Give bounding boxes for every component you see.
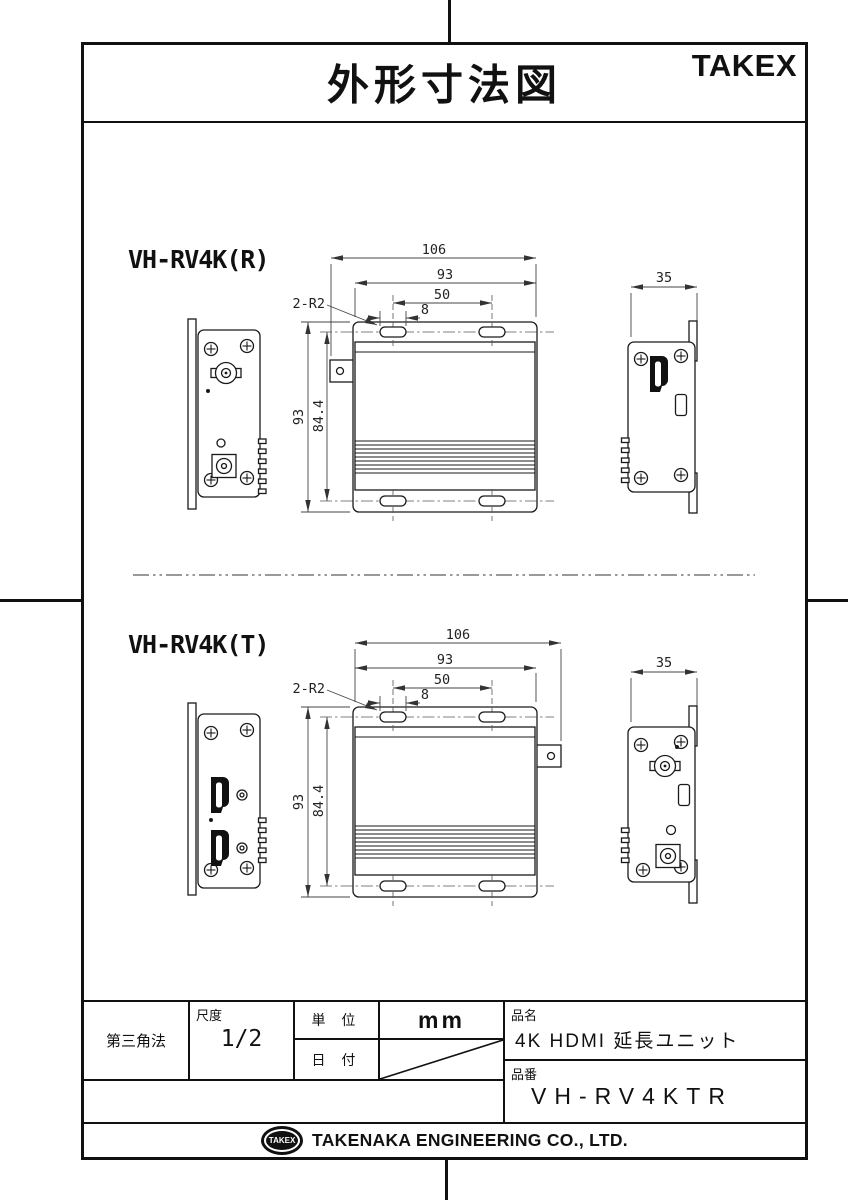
footer-band: TAKEX TAKENAKA ENGINEERING CO., LTD. <box>84 1122 805 1157</box>
dim-slot-pitch: 50 <box>434 672 450 688</box>
projection-label: 第三角法 <box>105 1033 166 1050</box>
title-block: 第三角法 尺度 1/2 単 位 mm 日 付 品名 <box>84 1000 805 1124</box>
title-band: 外形寸法図 TAKEX <box>84 45 805 123</box>
transmitter-model-label: VH-RV4K(T) <box>128 630 269 659</box>
product-name-label: 品名 <box>511 1008 538 1023</box>
dc-jack-icon <box>655 843 681 869</box>
company-name: TAKENAKA ENGINEERING CO., LTD. <box>312 1130 628 1150</box>
takex-oval-logo-icon: TAKEX <box>261 1126 304 1155</box>
receiver-left-side-view <box>187 318 267 510</box>
transmitter-right-side-view <box>620 705 698 904</box>
center-mark-left <box>0 599 81 602</box>
dim-slot-length: 8 <box>421 302 429 318</box>
dim-overall-width: 106 <box>422 242 446 258</box>
takex-logo-text: TAKEX <box>266 1131 299 1150</box>
receiver-dimensions: 106 93 50 8 2-R2 <box>291 242 698 513</box>
date-label: 日 付 <box>311 1051 362 1068</box>
receiver-model-label: VH-RV4K(R) <box>128 245 269 274</box>
dim-depth: 35 <box>656 270 672 286</box>
led-indicator-icon <box>209 818 213 822</box>
transmitter-left-side-view <box>187 702 267 896</box>
dim-plate-height: 93 <box>291 409 307 425</box>
drawing-area: VH-RV4K(R) <box>84 123 805 1000</box>
dimension-drawing-svg: VH-RV4K(R) <box>128 242 755 906</box>
part-number-label: 品番 <box>511 1067 538 1082</box>
part-number-cell: 品番 VH-RV4KTR <box>505 1061 805 1124</box>
dim-slot-span: 84.4 <box>311 400 327 433</box>
center-mark-top <box>448 0 451 42</box>
dim-plate-width: 93 <box>437 267 453 283</box>
center-mark-right <box>808 599 848 602</box>
dim-slot-pitch: 50 <box>434 287 450 303</box>
mini-usb-port-icon <box>674 393 688 417</box>
led-indicator-icon <box>206 389 210 393</box>
empty-cell <box>84 1081 505 1124</box>
dim-slot-length: 8 <box>421 687 429 703</box>
product-name-cell: 品名 4K HDMI 延長ユニット <box>505 1002 805 1061</box>
unit-label-cell: 単 位 <box>295 1002 380 1040</box>
receiver-drawing: VH-RV4K(R) <box>128 242 698 521</box>
corner-radius-note: 2-R2 <box>292 296 325 312</box>
scale-value: 1/2 <box>220 1026 263 1052</box>
product-name-value: 4K HDMI 延長ユニット <box>515 1031 740 1052</box>
brand-logo: TAKEX <box>691 48 797 83</box>
sheet-border: 外形寸法図 TAKEX <box>81 42 808 1160</box>
projection-cell: 第三角法 <box>84 1002 190 1081</box>
center-mark-bottom <box>445 1158 448 1200</box>
dim-slot-span: 84.4 <box>311 785 327 818</box>
page-title: 外形寸法図 <box>326 61 563 109</box>
transmitter-drawing: VH-RV4K(T) <box>128 627 698 906</box>
mini-usb-port-icon <box>677 783 691 807</box>
transmitter-dimensions: 106 93 50 8 2-R2 <box>291 627 698 898</box>
dim-plate-width: 93 <box>437 652 453 668</box>
dim-overall-width: 106 <box>446 627 470 643</box>
date-label-cell: 日 付 <box>295 1040 380 1081</box>
receiver-right-side-view <box>620 320 698 514</box>
transmitter-front-view <box>320 680 562 906</box>
unit-label: 単 位 <box>311 1012 362 1028</box>
date-blank-diagonal <box>379 1039 504 1080</box>
date-value-cell <box>379 1039 505 1081</box>
receiver-front-view <box>320 295 554 521</box>
corner-radius-note: 2-R2 <box>292 681 325 697</box>
scale-cell: 尺度 1/2 <box>190 1002 295 1081</box>
dim-depth: 35 <box>656 655 672 671</box>
scale-label: 尺度 <box>196 1008 223 1023</box>
dim-plate-height: 93 <box>291 794 307 810</box>
unit-value-cell: mm <box>380 1002 505 1040</box>
led-indicator-icon <box>675 745 679 749</box>
part-number-value: VH-RV4KTR <box>531 1083 733 1109</box>
unit-value: mm <box>418 1006 465 1033</box>
dc-jack-icon <box>211 453 237 479</box>
